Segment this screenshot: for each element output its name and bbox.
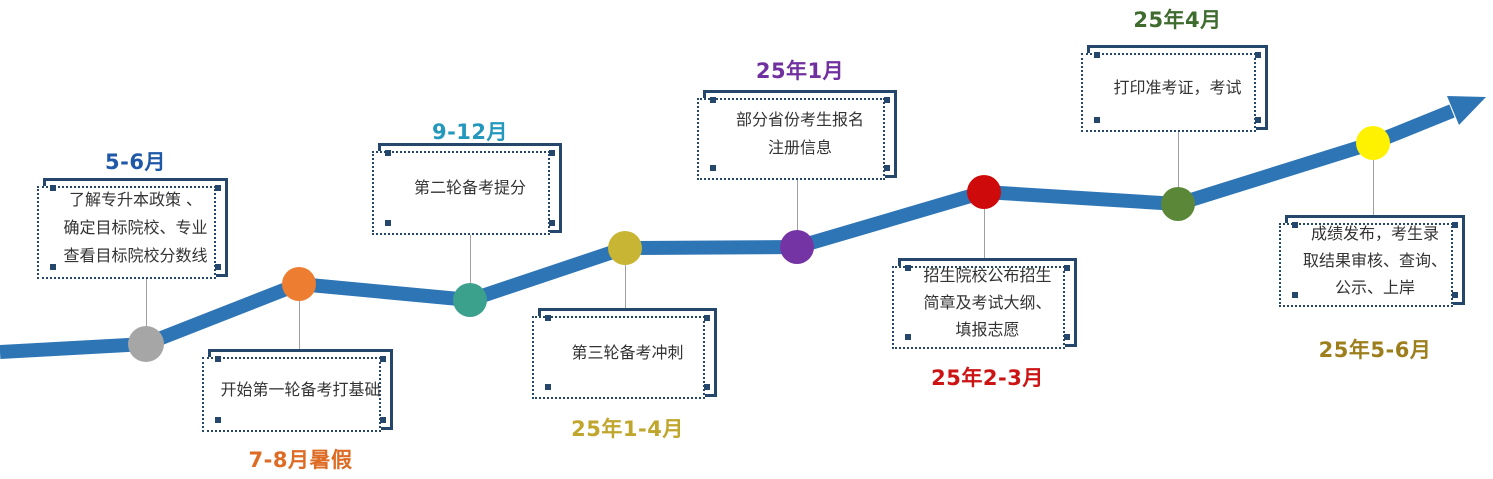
milestone-box: 部分省份考生报名 注册信息 [697,90,897,180]
milestone-box: 招生院校公布招生 简章及考试大纲、 填报志愿 [892,258,1077,349]
period-label: 25年4月 [1133,8,1222,32]
box-content: 第二轮备考提分 [381,146,559,230]
connector-line [625,248,626,309]
box-text-line: 取结果审核、查询、 [1302,250,1447,270]
box-content: 打印准考证，考试 [1090,48,1265,127]
box-text-line: 成绩发布，考生录 [1310,223,1439,243]
box-text-line: 招生院校公布招生 [923,266,1052,285]
period-label: 5-6月 [105,150,166,174]
milestone-box: 打印准考证，考试 [1081,45,1268,132]
box-text-line: 部分省份考生报名 [735,110,864,129]
milestone-box: 了解专升本政策 、 确定目标院校、专业 查看目标院校分数线 [37,178,228,279]
period-label: 25年5-6月 [1318,338,1432,362]
box-text-line: 确定目标院校、专业 [63,217,208,237]
connector-line [984,192,985,259]
milestone-box: 第三轮备考冲刺 [532,308,717,399]
box-text-line: 第三轮备考冲刺 [571,342,684,362]
milestone-dot [453,283,487,317]
box-shadow-frame [892,266,1065,349]
box-text-line: 公示、上岸 [1334,277,1415,297]
milestone-dot [1356,126,1390,160]
milestone-dot [967,175,1001,209]
box-text-line: 了解专升本政策 、 [68,189,203,209]
box-text-line: 简章及考试大纲、 [923,293,1052,312]
box-text-line: 填报志愿 [955,320,1020,339]
connector-line [797,178,798,247]
connector-line [299,284,300,350]
box-shadow-frame [37,186,216,279]
box-content: 开始第一轮备考打基础 [211,352,390,427]
box-shadow-frame [202,357,381,432]
box-shadow-frame [697,98,885,180]
box-content: 成绩发布，考生录 取结果审核、查询、 公示、上岸 [1288,218,1462,302]
milestone-box: 开始第一轮备考打基础 [202,349,393,432]
milestone-box: 第二轮备考提分 [372,143,562,235]
period-label: 25年1月 [755,59,845,83]
box-content: 部分省份考生报名 注册信息 [706,93,894,175]
box-text-line: 查看目标院校分数线 [63,245,208,265]
box-text-line: 第二轮备考提分 [413,178,526,197]
milestone-dot [1161,187,1195,221]
milestone-dot [608,231,642,265]
box-text-line: 注册信息 [767,138,832,157]
period-label: 7-8月暑假 [248,448,353,472]
box-shadow-frame [532,316,705,399]
box-content: 第三轮备考冲刺 [541,311,714,394]
milestone-dot [282,267,316,301]
connector-line [470,233,471,300]
box-shadow-frame [1279,223,1453,307]
box-content: 了解专升本政策 、 确定目标院校、专业 查看目标院校分数线 [46,181,225,274]
milestone-dot [780,230,814,264]
box-shadow-frame [1081,53,1256,132]
period-label: 9-12月 [431,120,509,144]
connector-line [1373,143,1374,216]
box-text-line: 打印准考证，考试 [1113,77,1242,97]
milestone-dot [128,326,164,362]
connector-line [146,277,147,344]
period-label: 25年2-3月 [931,366,1044,390]
trend-line [0,104,1455,359]
period-label: 25年1-4月 [571,417,684,441]
box-text-line: 开始第一轮备考打基础 [220,379,381,399]
box-content: 招生院校公布招生 简章及考试大纲、 填报志愿 [901,261,1074,344]
box-shadow-frame [372,151,550,235]
arrow-head-icon [1447,96,1486,125]
milestone-box: 成绩发布，考生录 取结果审核、查询、 公示、上岸 [1279,215,1465,307]
connector-line [1178,130,1179,204]
